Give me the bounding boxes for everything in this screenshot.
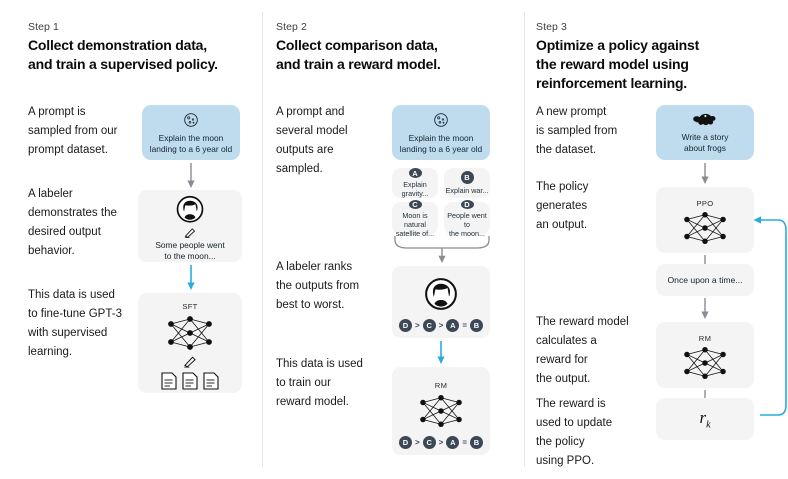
neural-network-icon: [168, 316, 212, 350]
pencil-icon: [184, 227, 196, 238]
rank-badge-3: A: [446, 435, 460, 449]
step-1-text-2: A labeler demonstrates the desired outpu…: [28, 188, 117, 257]
step-3-ppo-card[interactable]: PPO: [656, 187, 754, 253]
frog-icon: [693, 113, 716, 126]
output-d-text: People went to the moon...: [447, 210, 487, 238]
step-3-text-3: The reward model calculates a reward for…: [536, 316, 629, 385]
step-2-prompt-text: Explain the moon landing to a 6 year old: [399, 132, 483, 154]
rank-op-1: >: [414, 320, 420, 330]
output-a-text: Explain gravity...: [401, 180, 429, 198]
rank-badge-1: D: [398, 435, 412, 449]
step-2-output-card-c[interactable]: C Moon is natural satellite of...: [392, 199, 438, 238]
feedback-loop-arrow: [753, 216, 787, 416]
step-1-prompt-card[interactable]: Explain the moon landing to a 6 year old: [142, 105, 240, 160]
step-3-title: Optimize a policy against the reward mod…: [536, 37, 700, 91]
step-3-text-4: The reward is used to update the policy …: [536, 398, 613, 467]
column-step-2: Step 2 Collect comparison data, and trai…: [262, 0, 524, 479]
step-1-sft-card[interactable]: SFT: [138, 293, 242, 393]
rm-label: RM: [698, 333, 712, 343]
column-step-1: Step 1 Collect demonstration data, and t…: [0, 0, 262, 479]
output-b-text: Explain war...: [445, 186, 489, 195]
step-3-prompt-card[interactable]: Write a story about frogs: [656, 105, 754, 160]
rank-badge-2: C: [422, 318, 436, 332]
step-2-text-3: This data is used to train our reward mo…: [276, 358, 363, 408]
documents-icon: [161, 372, 219, 390]
step-2-output-card-b[interactable]: B Explain war...: [444, 168, 490, 198]
ranking-row: D > C > A = B: [398, 318, 483, 332]
ranking-row: D > C > A = B: [398, 435, 483, 449]
step-3-rm-card[interactable]: RM: [656, 322, 754, 388]
merge-connector: [394, 236, 490, 263]
neural-network-icon: [684, 211, 726, 244]
badge-a: A: [408, 168, 422, 178]
step-3-reward-card[interactable]: rk: [656, 398, 754, 440]
step-2-label: Step 2: [276, 21, 307, 33]
step-1-labeler-text: Some people went to the moon...: [155, 240, 225, 261]
rm-label: RM: [434, 380, 448, 390]
step-1-text-3: This data is used to fine-tune GPT-3 wit…: [28, 289, 122, 358]
rank-badge-3: A: [446, 318, 460, 332]
rank-op-3: =: [462, 437, 467, 447]
step-1-title: Collect demonstration data, and train a …: [28, 37, 218, 72]
pencil-icon: [184, 356, 196, 368]
sft-label: SFT: [182, 302, 198, 311]
rank-op-3: =: [462, 320, 467, 330]
column-divider-2: [524, 12, 525, 467]
labeler-avatar-icon: [425, 277, 457, 310]
rank-op-1: >: [414, 437, 420, 447]
step-2-text-1: A prompt and several model outputs are s…: [276, 106, 348, 175]
step-2-prompt-card[interactable]: Explain the moon landing to a 6 year old: [392, 105, 490, 160]
step-1-text-1: A prompt is sampled from our prompt data…: [28, 106, 118, 156]
neural-network-icon: [684, 346, 726, 379]
step-2-labeler-card[interactable]: D > C > A = B: [392, 266, 490, 338]
step-1-labeler-card[interactable]: Some people went to the moon...: [138, 190, 242, 262]
rank-badge-4: B: [470, 435, 483, 449]
column-divider-1: [262, 12, 263, 467]
rank-badge-4: B: [470, 318, 483, 332]
step-3-prompt-text: Write a story about frogs: [681, 132, 729, 153]
arrow-down-6: [701, 298, 709, 319]
rank-op-2: >: [438, 320, 444, 330]
step-2-text-2: A labeler ranks the outputs from best to…: [276, 261, 360, 311]
rank-op-2: >: [438, 437, 444, 447]
step-3-text-2: The policy generates an output.: [536, 181, 589, 231]
step-3-label: Step 3: [536, 21, 567, 33]
arrow-down-1: [187, 163, 195, 188]
rank-badge-1: D: [398, 318, 412, 332]
badge-c: C: [408, 199, 422, 209]
output-c-text: Moon is natural satellite of...: [395, 210, 435, 238]
step-3-output-card[interactable]: Once upon a time...: [656, 264, 754, 296]
rank-badge-2: C: [422, 435, 436, 449]
moon-icon: [434, 112, 448, 127]
reward-symbol: rk: [699, 407, 711, 431]
step-2-title: Collect comparison data, and train a rew…: [276, 37, 441, 72]
column-step-3: Step 3 Optimize a policy against the rew…: [524, 0, 788, 479]
ppo-label: PPO: [696, 198, 714, 208]
step-2-output-card-d[interactable]: D People went to the moon...: [444, 199, 490, 238]
moon-icon: [184, 112, 198, 127]
step-2-rm-card[interactable]: RM D: [392, 367, 490, 455]
step-3-text-1: A new prompt is sampled from the dataset…: [536, 106, 618, 156]
step-1-prompt-text: Explain the moon landing to a 6 year old: [149, 132, 233, 154]
neural-network-icon: [420, 394, 462, 427]
step-3-output-text: Once upon a time...: [667, 274, 743, 285]
labeler-avatar-icon: [176, 195, 204, 223]
step-2-output-card-a[interactable]: A Explain gravity...: [392, 168, 438, 198]
badge-b: B: [460, 171, 474, 184]
arrow-down-3: [437, 341, 445, 364]
badge-d: D: [460, 199, 474, 209]
arrow-down-4: [701, 163, 709, 184]
step-1-label: Step 1: [28, 21, 59, 33]
arrow-down-2: [187, 265, 195, 290]
